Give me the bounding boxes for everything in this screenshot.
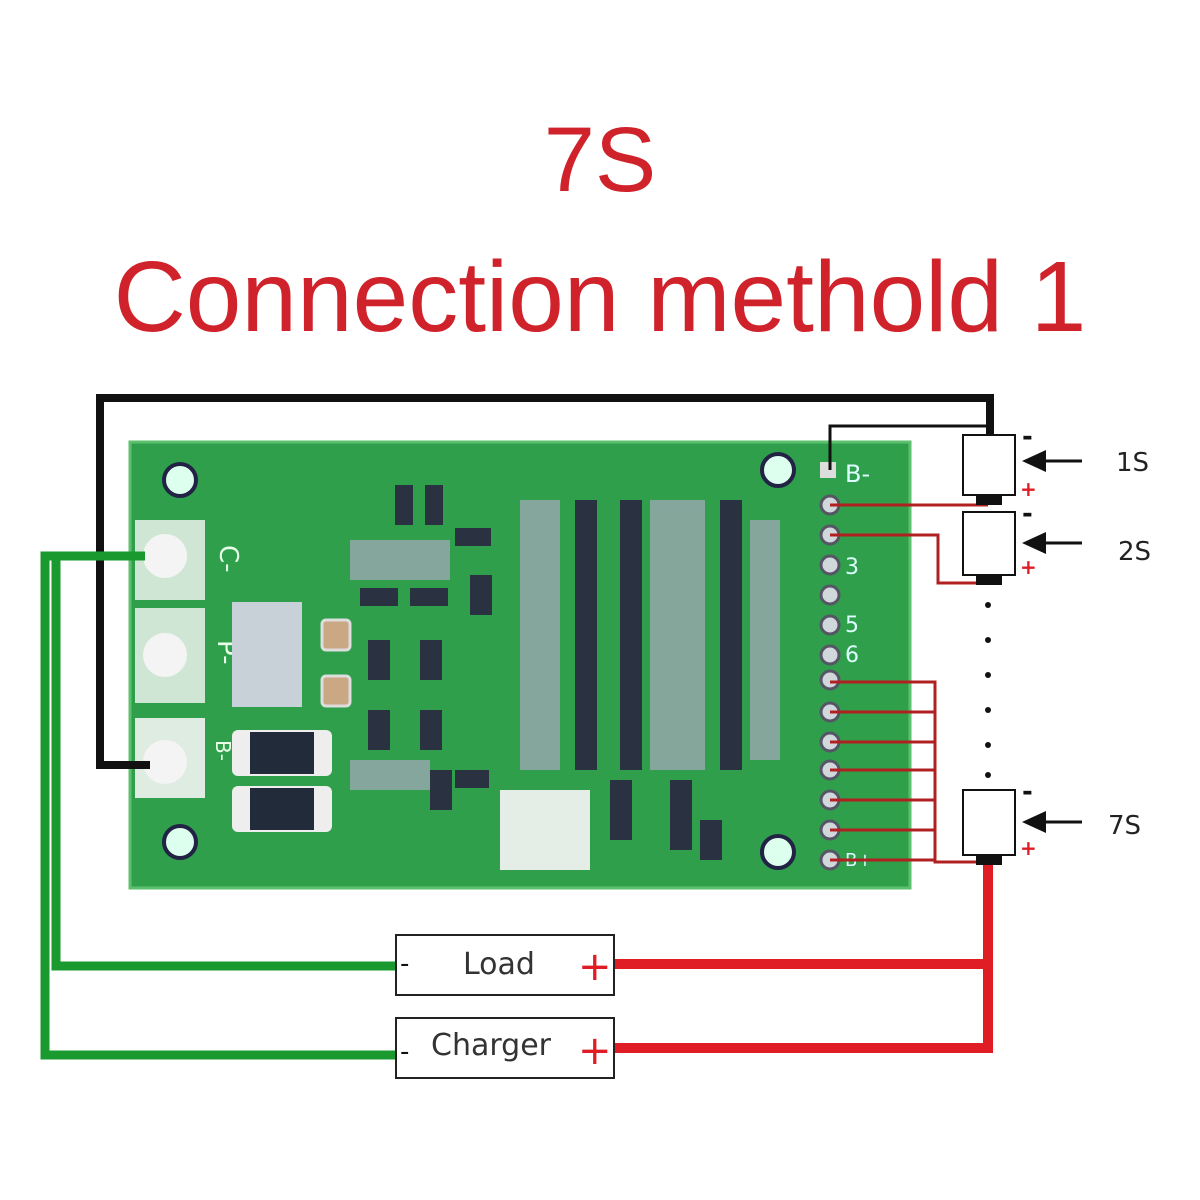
load-box: - Load + — [395, 934, 615, 996]
cell-2s: - + 2S — [962, 499, 1151, 585]
cell-2s-neg: - — [1022, 499, 1033, 529]
title-line-2: Connection methold 1 — [113, 241, 1087, 353]
pad-p-minus — [135, 608, 205, 703]
cell-7s-label: 7S — [1108, 811, 1141, 841]
c-minus-wire — [40, 551, 398, 1060]
load-pos: + — [578, 944, 612, 990]
load-label: Load — [463, 947, 535, 982]
cell-2s-pos: + — [1020, 555, 1037, 579]
cell-1s: - + 1S — [962, 422, 1149, 505]
charger-pos: + — [578, 1028, 612, 1074]
ellipsis-dots — [985, 602, 991, 778]
cell-1s-pos: + — [1020, 477, 1037, 501]
pad-b-minus — [135, 718, 205, 798]
pin-label-5: 5 — [845, 613, 859, 638]
balance-wires — [830, 503, 988, 864]
cell-2s-label: 2S — [1118, 537, 1151, 567]
load-neg: - — [400, 949, 409, 979]
pad-label-c: C- — [213, 545, 243, 573]
pin-label-b-minus: B- — [845, 460, 870, 488]
pad-c-minus — [135, 520, 205, 600]
pin-label-3: 3 — [845, 555, 859, 580]
pad-label-b: B- — [211, 740, 235, 761]
cell-7s: - + 7S — [962, 777, 1141, 865]
cell-1s-label: 1S — [1116, 448, 1149, 478]
charger-neg: - — [400, 1037, 409, 1067]
charger-box: - Charger + — [395, 1017, 615, 1079]
pin-label-6: 6 — [845, 643, 859, 668]
cell-7s-neg: - — [1022, 777, 1033, 807]
bms-pcb: C- P- B- — [128, 440, 912, 890]
cell-7s-pos: + — [1020, 836, 1037, 860]
battery-negative-wire — [96, 394, 994, 769]
balance-pins: B- 3 5 6 B+ — [819, 460, 872, 871]
title-line-1: 7S — [543, 109, 657, 211]
cell-1s-neg: - — [1022, 422, 1033, 452]
b-minus-sense-wire — [828, 424, 988, 470]
load-negative-wire — [51, 556, 398, 971]
charger-label: Charger — [431, 1028, 552, 1063]
battery-positive-wire — [612, 865, 993, 1053]
